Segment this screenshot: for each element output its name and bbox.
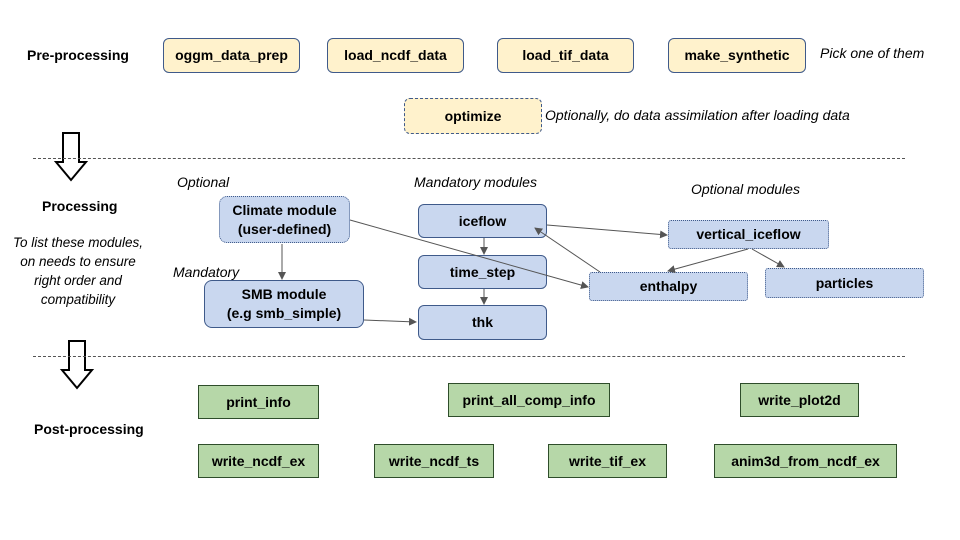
optimize-note: Optionally, do data assimilation after l…: [545, 107, 850, 123]
vertical-iceflow-box[interactable]: vertical_iceflow: [668, 220, 829, 249]
section-divider: [33, 158, 905, 159]
arrow-smb-to-thk: [363, 317, 417, 326]
arrow-enthalpy-to-iceflow: [534, 227, 601, 273]
smb-module-box[interactable]: SMB module (e.g smb_simple): [204, 280, 364, 328]
write-ncdf-ex-box[interactable]: write_ncdf_ex: [198, 444, 319, 478]
module-order-note-line: To list these modules,: [12, 235, 144, 250]
smb-module-sublabel: (e.g smb_simple): [226, 305, 342, 321]
make-synthetic-box[interactable]: make_synthetic: [668, 38, 806, 73]
time-step-box[interactable]: time_step: [418, 255, 547, 289]
module-order-note-line: right order and: [34, 273, 122, 288]
iceflow-box[interactable]: iceflow: [418, 204, 547, 238]
arrow-vertical-to-particles: [751, 248, 785, 268]
write-tif-ex-box[interactable]: write_tif_ex: [548, 444, 667, 478]
section-title-processing: Processing: [42, 198, 118, 214]
mandatory-left-note: Mandatory: [173, 264, 240, 280]
anim3d-from-ncdf-ex-box[interactable]: anim3d_from_ncdf_ex: [714, 444, 897, 478]
optional-left-note: Optional: [177, 174, 230, 190]
climate-module-label: Climate module: [232, 201, 337, 218]
arrow-climate-to-enthalpy: [349, 219, 589, 289]
arrow-vertical-to-enthalpy: [667, 248, 749, 274]
section-title-post-processing: Post-processing: [34, 421, 144, 437]
module-order-note: To list these modules, on needs to ensur…: [4, 233, 152, 309]
write-plot2d-box[interactable]: write_plot2d: [740, 383, 859, 417]
section-divider: [33, 356, 905, 357]
down-arrow-icon: [53, 132, 89, 182]
thk-box[interactable]: thk: [418, 305, 547, 340]
down-arrow-icon: [59, 340, 95, 390]
load-tif-data-box[interactable]: load_tif_data: [497, 38, 634, 73]
print-all-comp-info-box[interactable]: print_all_comp_info: [448, 383, 610, 417]
write-ncdf-ts-box[interactable]: write_ncdf_ts: [374, 444, 494, 478]
mandatory-modules-note: Mandatory modules: [414, 174, 537, 190]
section-title-pre-processing: Pre-processing: [27, 47, 129, 63]
smb-module-label: SMB module: [241, 286, 327, 302]
print-info-box[interactable]: print_info: [198, 385, 319, 419]
climate-module-box[interactable]: Climate module (user-defined): [219, 196, 350, 243]
optimize-box[interactable]: optimize: [404, 98, 542, 134]
load-ncdf-data-box[interactable]: load_ncdf_data: [327, 38, 464, 73]
climate-module-sublabel: (user-defined): [237, 220, 332, 237]
particles-box[interactable]: particles: [765, 268, 924, 298]
arrow-iceflow-to-vertical: [546, 224, 668, 239]
module-order-note-line: on needs to ensure: [20, 254, 136, 269]
oggm-data-prep-box[interactable]: oggm_data_prep: [163, 38, 300, 73]
module-order-note-line: compatibility: [40, 292, 116, 307]
optional-modules-note: Optional modules: [691, 181, 800, 197]
pick-one-note: Pick one of them: [820, 45, 925, 61]
